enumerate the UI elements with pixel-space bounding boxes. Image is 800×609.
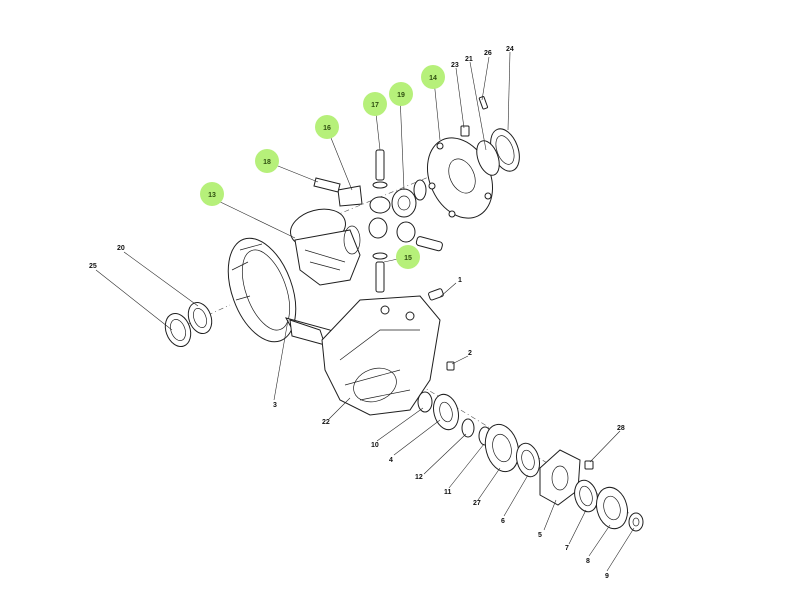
retainer-5 [539, 449, 581, 506]
callout-28-label[interactable]: 28 [617, 425, 625, 432]
callout-11-label[interactable]: 11 [444, 489, 452, 496]
callout-1-label[interactable]: 1 [458, 277, 462, 284]
flange-8 [596, 486, 628, 530]
callout-4-label[interactable]: 4 [389, 457, 393, 464]
callout-14[interactable]: 14 [421, 65, 445, 89]
callout-12-label[interactable]: 12 [415, 474, 423, 481]
callout-3-label[interactable]: 3 [273, 402, 277, 409]
callout-17[interactable]: 17 [363, 92, 387, 116]
callout-18[interactable]: 18 [255, 149, 279, 173]
side-gear-16 [337, 185, 363, 207]
pinion-gear-18 [313, 177, 341, 193]
callout-5-label[interactable]: 5 [538, 532, 542, 539]
callout-2-label[interactable]: 2 [468, 350, 472, 357]
callout-26-label[interactable]: 26 [484, 50, 492, 57]
bearing-20 [187, 302, 213, 334]
callout-9-label[interactable]: 9 [605, 573, 609, 580]
callout-8-label[interactable]: 8 [586, 558, 590, 565]
race-21 [476, 140, 500, 176]
callout-24-label[interactable]: 24 [506, 46, 514, 53]
callout-15[interactable]: 15 [396, 245, 420, 269]
highlight-circle [396, 245, 420, 269]
plug-1 [428, 288, 444, 301]
callout-10-label[interactable]: 10 [371, 442, 379, 449]
callout-13[interactable]: 13 [200, 182, 224, 206]
flange-cover-14 [427, 137, 493, 219]
callout-20-label[interactable]: 20 [117, 245, 125, 252]
nut-9 [628, 512, 644, 532]
seal-7 [574, 479, 598, 513]
callout-17-label: 17 [371, 102, 379, 109]
pin-26 [478, 96, 489, 110]
highlight-circle [421, 65, 445, 89]
side-gear-19 [391, 188, 417, 218]
callout-19[interactable]: 19 [389, 82, 413, 106]
washer-near-14 [413, 179, 427, 201]
bearing-6 [515, 442, 541, 478]
highlight-circle [200, 182, 224, 206]
callout-16[interactable]: 16 [315, 115, 339, 139]
differential-case [290, 208, 361, 286]
highlight-circle [389, 82, 413, 106]
callout-6-label[interactable]: 6 [501, 518, 505, 525]
callout-27-label[interactable]: 27 [473, 500, 481, 507]
highlight-circle [363, 92, 387, 116]
callout-18-label: 18 [263, 159, 271, 166]
highlight-circle [315, 115, 339, 139]
shaft-15 [372, 252, 388, 293]
bearing-25 [164, 313, 192, 347]
bearing-4 [433, 393, 459, 431]
callout-22-label[interactable]: 22 [322, 419, 330, 426]
leader-lines [95, 51, 635, 572]
highlight-circle [255, 149, 279, 173]
callout-14-label: 14 [429, 75, 437, 82]
callout-7-label[interactable]: 7 [565, 545, 569, 552]
pinion-shaft-17 [372, 149, 388, 189]
axis-line-pinion [174, 304, 231, 331]
callout-15-label: 15 [404, 255, 412, 262]
callout-16-label: 16 [323, 125, 331, 132]
gasket-27 [484, 423, 520, 473]
spacer-10 [417, 391, 433, 413]
washer-12 [461, 418, 475, 438]
callout-21-label[interactable]: 21 [465, 56, 473, 63]
callout-19-label: 19 [397, 92, 405, 99]
bolt-23 [460, 125, 470, 137]
bolt-28 [584, 460, 594, 470]
callout-25-label[interactable]: 25 [89, 263, 97, 270]
small-pinion-gears [368, 196, 443, 252]
callout-13-label: 13 [208, 192, 216, 199]
carrier-housing-22 [321, 295, 441, 416]
callout-23-label[interactable]: 23 [451, 62, 459, 69]
